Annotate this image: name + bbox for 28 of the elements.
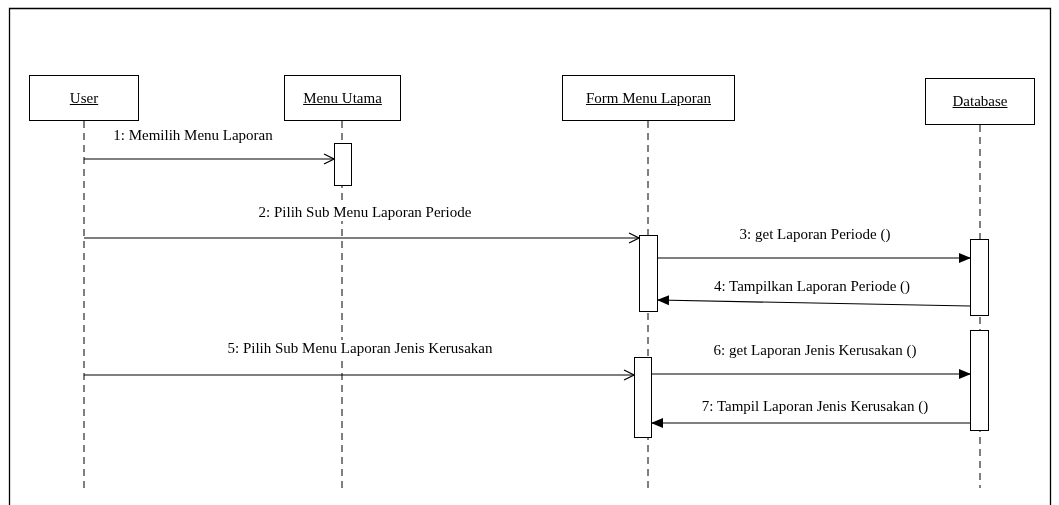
lifeline-head-box <box>284 75 401 121</box>
activation-bar <box>334 143 352 186</box>
edge-label: 6: get Laporan Jenis Kerusakan () <box>712 342 918 359</box>
message-arrow <box>83 232 640 244</box>
lifeline <box>80 121 88 488</box>
object-name: User <box>69 89 99 107</box>
message-arrow <box>651 418 971 428</box>
activation-bar <box>639 235 658 312</box>
edge-label: 7: Tampil Laporan Jenis Kerusakan () <box>700 398 930 415</box>
activation-bar <box>970 330 989 431</box>
edge-label: 4: Tampilkan Laporan Periode () <box>712 278 912 295</box>
edge-label: 3: get Laporan Periode () <box>738 226 892 243</box>
activation-bar <box>970 239 989 316</box>
activation-bar <box>634 357 652 438</box>
lifeline-head-box <box>562 75 735 121</box>
object-name: Menu Utama <box>303 89 382 107</box>
lifeline-head-box <box>29 75 139 121</box>
message-arrow <box>83 369 635 381</box>
message-arrow <box>657 253 971 263</box>
object-name: Database <box>952 93 1008 110</box>
lifeline-head-box <box>925 78 1035 125</box>
message-arrow <box>657 295 971 307</box>
edge-label: 5: Pilih Sub Menu Laporan Jenis Kerusakan <box>226 340 494 357</box>
object-name: Form Menu Laporan <box>586 89 711 107</box>
message-arrow <box>651 369 971 379</box>
edge-label: 1: Memilih Menu Laporan <box>112 127 274 144</box>
edge-label: 2: Pilih Sub Menu Laporan Periode <box>257 204 473 221</box>
message-arrow <box>83 153 335 165</box>
